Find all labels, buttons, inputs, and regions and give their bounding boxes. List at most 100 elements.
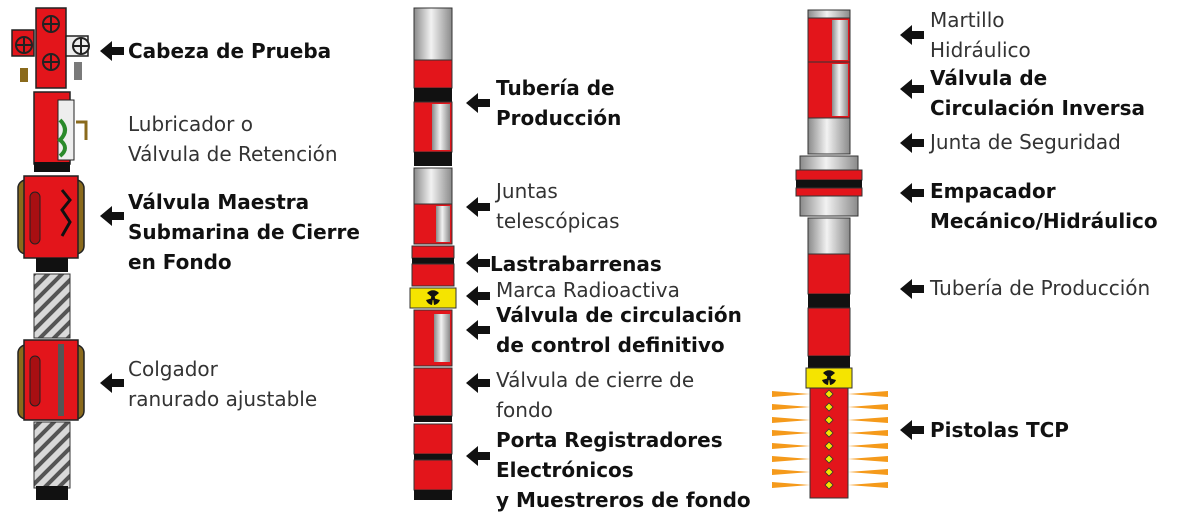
label-line: Electrónicos [496,458,634,482]
label-line: Válvula de Retención [128,142,338,166]
lubricator-valve [33,91,88,172]
label-line: Submarina de Cierre [128,220,360,244]
arrow-left-icon [100,41,124,61]
label-tuberia-1: Tubería de Producción [496,73,621,133]
perforation-jet [772,469,810,475]
radioactive-icon [822,370,836,385]
shaped-charge [824,454,834,464]
label-cabeza: Cabeza de Prueba [128,36,331,66]
arrow-left-icon [900,25,924,45]
label-line: Cabeza de Prueba [128,39,332,63]
downhole-shut-in-valve [413,367,453,422]
perforation-jet [772,391,810,397]
label-line: ranurado ajustable [128,387,318,411]
label-line: Válvula Maestra [128,190,310,214]
perforation-jet [772,417,810,423]
label-valvula-circ: Válvula de circulación de control definit… [496,300,742,360]
label-line: Empacador [930,179,1056,203]
adjustable-slotted-hanger [17,273,85,500]
arrow-left-icon [466,197,490,217]
label-valvula-cierre: Válvula de cierre de fondo [496,365,694,425]
label-line: Circulación Inversa [930,96,1146,120]
label-line: Lastrabarrenas [490,252,662,276]
shaped-charge [824,389,834,399]
arrow-left-icon [466,373,490,393]
label-line: Tubería de Producción [930,276,1151,300]
label-lastrabarrenas: Lastrabarrenas [490,249,662,279]
arrow-left-icon [466,253,490,273]
label-line: Tubería de [496,76,615,100]
label-line: Válvula de [930,66,1048,90]
perforation-jet [848,391,888,397]
arrow-left-icon [100,373,124,393]
label-juntas: Juntas telescópicas [496,176,620,236]
label-colgador: Colgador ranurado ajustable [128,354,317,414]
shaped-charge [824,480,834,490]
label-line: Válvula de cierre de [496,368,695,392]
label-line: telescópicas [496,209,620,233]
label-line: Válvula de circulación [496,303,742,327]
test-head [11,7,90,89]
arrow-left-icon [466,320,490,340]
label-line: en Fondo [128,250,232,274]
label-junta-seguridad: Junta de Seguridad [930,127,1121,157]
label-line: Juntas [496,179,558,203]
label-line: y Muestreros de fondo [496,488,751,512]
radioactive-icon [426,290,440,305]
perforation-jet [772,443,810,449]
arrow-left-icon [466,93,490,113]
tcp-guns [772,387,888,499]
label-line: Lubricador o [128,112,253,136]
label-line: Hidráulico [930,38,1031,62]
perforation-jet [848,456,888,462]
shaped-charge [824,441,834,451]
label-line: fondo [496,398,553,422]
reverse-circulation-valve [807,61,851,119]
perforation-jet [848,443,888,449]
arrow-left-icon [900,183,924,203]
arrow-left-icon [100,206,124,226]
arrow-left-icon [466,446,490,466]
drill-collars [411,245,455,287]
packer [795,155,863,217]
telescopic-joints [413,167,453,245]
perforation-jet [848,430,888,436]
production-tubing-middle [413,7,453,166]
arrow-left-icon [900,279,924,299]
arrow-left-icon [900,133,924,153]
shaped-charge [824,467,834,477]
perforation-jet [848,482,888,488]
gauge-carrier [413,423,453,500]
perforation-jet [772,430,810,436]
shaped-charge [824,428,834,438]
radioactive-marker [409,287,457,309]
perforation-jet [848,469,888,475]
label-line: Pistolas TCP [930,418,1069,442]
production-tubing-right [807,217,851,368]
label-line: Junta de Seguridad [930,130,1121,154]
label-valvula-inversa: Válvula de Circulación Inversa [930,63,1145,123]
safety-joint [807,117,851,155]
label-line: Colgador [128,357,218,381]
label-line: Martillo [930,8,1005,32]
arrow-left-icon [466,286,490,306]
perforation-jet [772,404,810,410]
label-line: Mecánico/Hidráulico [930,209,1158,233]
shaped-charge [824,415,834,425]
perforation-jet [772,456,810,462]
label-lubricador: Lubricador o Válvula de Retención [128,109,338,169]
label-line: Marca Radioactiva [496,278,680,302]
shaped-charge [824,402,834,412]
label-line: Porta Registradores [496,428,723,452]
subsea-master-valve [17,175,85,272]
label-line: de control definitivo [496,333,725,357]
perforation-jet [848,417,888,423]
label-line: Producción [496,106,622,130]
circulation-valve [413,309,453,367]
radioactive-marker-right [805,367,853,389]
